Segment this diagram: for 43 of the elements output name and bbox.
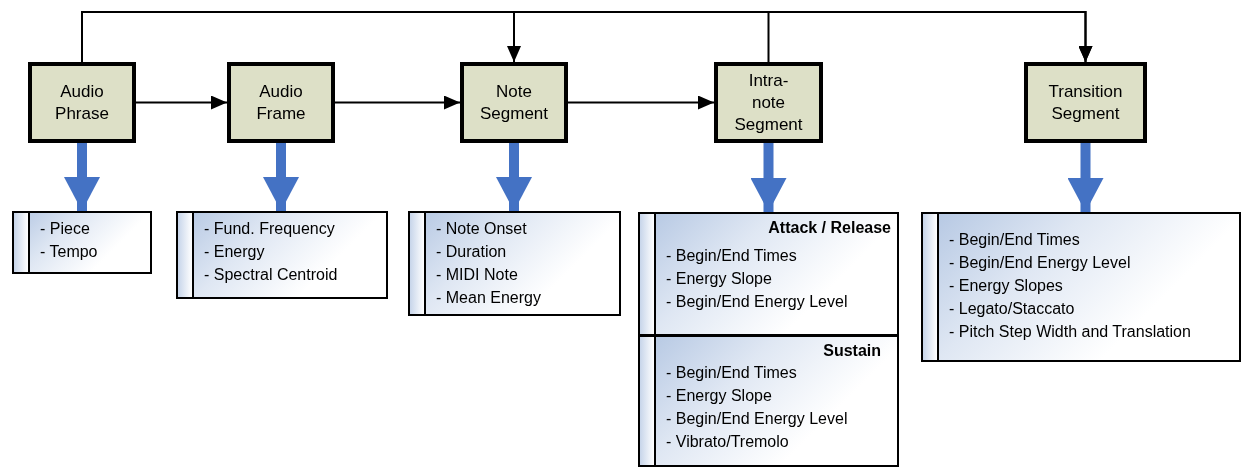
- list-item: - Energy Slopes: [949, 276, 1064, 296]
- arrow: [135, 95, 228, 110]
- section-heading: Sustain: [822, 341, 881, 361]
- list-item: - Pitch Step Width and Translation: [949, 322, 1192, 342]
- attribute-list-panel: [921, 212, 1241, 362]
- list-item: - Begin/End Times: [666, 363, 798, 383]
- section-heading: Attack / Release: [767, 218, 891, 238]
- arrow: [81, 11, 1093, 63]
- attribute-list-panel: [638, 335, 899, 467]
- process-box: [460, 62, 568, 143]
- list-item: - Energy Slope: [666, 269, 773, 289]
- list-item: - Vibrato/Tremolo: [666, 432, 790, 452]
- attribute-list-panel: [638, 212, 899, 336]
- list-item: - MIDI Note: [436, 265, 519, 285]
- list-item: - Duration: [436, 242, 508, 262]
- list-item: - Begin/End Times: [666, 246, 798, 266]
- list-item: - Spectral Centroid: [204, 265, 339, 285]
- attribute-list-panel: [408, 211, 621, 316]
- box-label: Intra-note Segment: [734, 69, 803, 136]
- arrow: [567, 95, 715, 110]
- list-item: - Begin/End Energy Level: [666, 409, 849, 429]
- process-box: [1024, 62, 1147, 143]
- list-item: - Tempo: [40, 242, 99, 262]
- list-item: - Fund. Frequency: [204, 219, 336, 239]
- box-label: Transition Segment: [1047, 80, 1124, 125]
- process-box: [28, 62, 136, 143]
- attribute-list-panel: [12, 211, 152, 274]
- box-label: Audio Phrase: [54, 80, 110, 125]
- list-item: - Energy: [204, 242, 266, 262]
- process-box: [714, 62, 823, 143]
- list-item: - Mean Energy: [436, 288, 542, 308]
- list-item: - Energy Slope: [666, 386, 773, 406]
- list-item: - Begin/End Times: [949, 230, 1081, 250]
- process-box: [227, 62, 335, 143]
- attribute-list-panel: [176, 211, 388, 299]
- box-label: Audio Frame: [255, 80, 307, 125]
- list-item: - Begin/End Energy Level: [949, 253, 1132, 273]
- arrow: [334, 95, 461, 110]
- list-item: - Legato/Staccato: [949, 299, 1076, 319]
- list-item: - Piece: [40, 219, 91, 239]
- list-item: - Note Onset: [436, 219, 528, 239]
- list-item: - Begin/End Energy Level: [666, 292, 849, 312]
- box-label: Note Segment: [480, 80, 549, 125]
